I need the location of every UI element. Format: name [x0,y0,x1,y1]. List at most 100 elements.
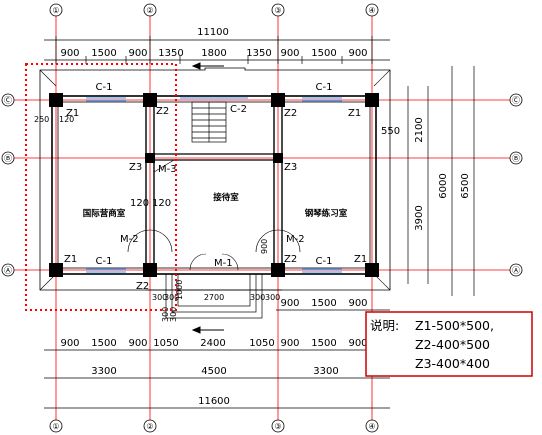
dim-stair-900: 900 [260,239,269,254]
dim-bottom1: 1500 [311,298,336,309]
axis-label-4-bottom: ④ [368,422,375,431]
label-z2: Z2 [284,108,297,119]
axis-grid [14,14,512,420]
room-label-right: 钢琴练习室 [305,208,348,219]
axis-bubbles-side: Ⓒ Ⓑ Ⓐ Ⓒ Ⓑ Ⓐ [1,93,523,277]
dim-top-seg: 1500 [311,48,336,59]
dim-step-depth: 300 [169,307,178,322]
dim-bottom2: 900 [60,338,79,349]
dim-wall-250: 250 [34,115,49,124]
label-z2: Z2 [156,106,169,117]
dim-bottom2: 900 [280,338,299,349]
note-line-3: Z3-400*400 [415,356,490,371]
direction-arrow-icon [191,62,224,334]
label-c1: C-1 [316,256,333,267]
dim-step-depth: 300 [161,307,170,322]
label-c1: C-1 [96,82,113,93]
note-title: 说明: [370,318,399,333]
dim-bottom2: 1500 [311,338,336,349]
label-z1: Z1 [66,108,79,119]
label-m1: M-1 [214,258,233,269]
axis-label-a-right: Ⓐ [512,266,520,275]
dim-bottom2: 1050 [249,338,274,349]
axis-label-2-bottom: ② [146,422,153,431]
dim-step: 1000 [175,280,184,300]
dim-step: 300 [152,293,167,302]
axis-label-4-top: ④ [368,6,375,15]
dim-right-2100: 2100 [414,117,425,142]
axis-label-c-right: Ⓒ [512,96,520,105]
dim-bottom1: 900 [348,298,367,309]
label-z2: Z2 [136,281,149,292]
dim-step: 300 [265,293,280,302]
entry-steps [146,273,282,319]
axis-bubbles-top: ① ② ③ ④ [49,3,379,17]
axis-label-b-right: Ⓑ [512,154,520,163]
dim-bottom2: 900 [348,338,367,349]
stair [191,101,227,143]
top-dimensions [44,36,390,64]
dim-top-seg: 1500 [91,48,116,59]
room-label-left: 国际营商室 [83,208,126,219]
axis-label-1-bottom: ① [52,422,59,431]
label-z2: Z2 [284,254,297,265]
dim-top-seg: 900 [280,48,299,59]
axis-bubbles-bottom: ① ② ③ ④ [49,419,379,433]
dim-wall-120: 120 [59,115,74,124]
dim-bottom2: 900 [128,338,147,349]
dim-bottom2: 1050 [153,338,178,349]
note-line-2: Z2-400*500 [415,337,490,352]
axis-label-3-bottom: ③ [274,422,281,431]
dim-top-seg: 900 [128,48,147,59]
dim-top-total: 11100 [197,27,229,38]
label-z1: Z1 [348,108,361,119]
dim-bottom3: 3300 [313,366,338,377]
dim-bottom1: 900 [280,298,299,309]
dim-bottom2: 2400 [200,338,225,349]
note-line-1: Z1-500*500, [415,318,494,333]
note-box: 说明: Z1-500*500, Z2-400*500 Z3-400*400 [365,311,533,377]
label-z1: Z1 [354,254,367,265]
room-label-center: 接待室 [213,192,239,203]
bottom-dimensions [44,309,390,409]
dim-mid-120b: 120 [152,198,171,209]
dim-steps-span: 2700 [204,293,224,302]
dim-step: 300 [250,293,265,302]
dim-right-3900: 3900 [414,205,425,230]
axis-label-3-top: ③ [274,6,281,15]
axis-label-c-left: Ⓒ [4,96,12,105]
label-m2: M-2 [286,234,305,245]
dim-550: 550 [381,126,400,137]
label-z1: Z1 [64,254,77,265]
highlight-box [25,63,177,311]
dim-right-6500: 6500 [460,173,471,198]
dim-bottom3: 4500 [201,366,226,377]
axis-label-1-top: ① [52,6,59,15]
label-c1: C-1 [96,256,113,267]
windows [86,97,342,273]
dim-bottom-total: 11600 [198,396,230,407]
dim-bottom2: 1500 [91,338,116,349]
dim-top-seg: 1800 [201,48,226,59]
right-dimensions [407,66,475,296]
columns [49,93,379,277]
label-z3: Z3 [129,162,142,173]
label-c1: C-1 [316,82,333,93]
dim-step: 300 [164,293,179,302]
dim-top-seg: 900 [348,48,367,59]
dim-bottom3: 3300 [91,366,116,377]
dim-top-seg: 1350 [246,48,271,59]
label-m3: M-3 [158,164,177,175]
dim-mid-120a: 120 [130,198,149,209]
axis-label-2-top: ② [146,6,153,15]
door-swings [127,159,301,271]
dim-top-seg: 900 [60,48,79,59]
label-m2: M-2 [120,234,139,245]
label-z3: Z3 [284,162,297,173]
dim-right-6000: 6000 [438,173,449,198]
axis-label-b-left: Ⓑ [4,154,12,163]
axis-label-a-left: Ⓐ [4,266,12,275]
label-c2: C-2 [230,104,247,115]
dim-top-seg: 1350 [158,48,183,59]
